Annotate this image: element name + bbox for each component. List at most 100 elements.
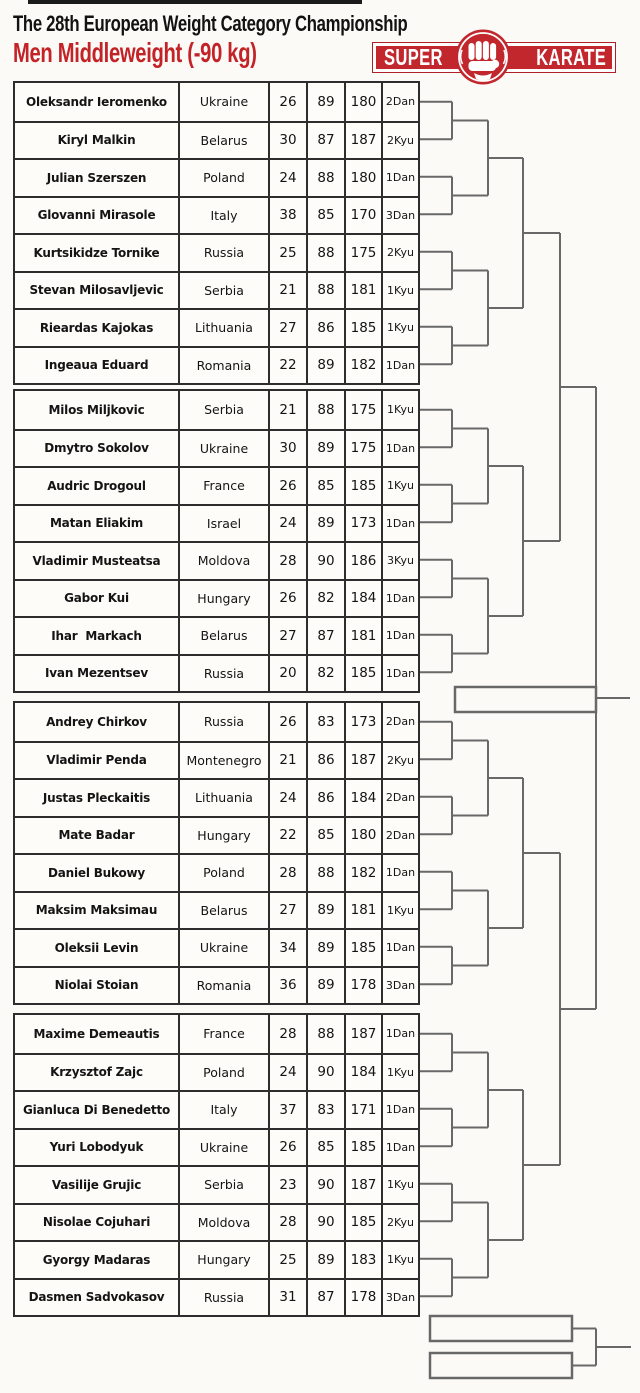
- country-cell: Belarus: [178, 892, 268, 928]
- stat-cell-3: 170: [344, 197, 381, 233]
- country-cell: Serbia: [178, 272, 268, 308]
- stat-cell-3: 187: [344, 1167, 381, 1203]
- stat-cell-3: 173: [344, 505, 381, 541]
- country-cell: Romania: [178, 347, 268, 383]
- rank-cell: 2Dan: [381, 703, 418, 741]
- stat-cell-2: 85: [306, 197, 344, 233]
- stat-cell-1: 36: [268, 967, 306, 1003]
- stat-cell-1: 26: [268, 703, 306, 741]
- stat-cell-2: 89: [306, 930, 344, 966]
- country-cell: Russia: [178, 1279, 268, 1315]
- stat-cell-2: 88: [306, 855, 344, 891]
- cut-off-text-strip: [28, 0, 362, 4]
- fighter-name-cell: Kiryl Malkin: [57, 133, 136, 148]
- stat-cell-2: 83: [306, 1092, 344, 1128]
- rank-cell: 1Kyu: [381, 391, 418, 429]
- rank-cell: 1Kyu: [381, 1054, 418, 1090]
- stat-cell-1: 27: [268, 892, 306, 928]
- country-cell: Moldova: [178, 1204, 268, 1240]
- country-cell: Ukraine: [178, 930, 268, 966]
- stat-cell-1: 38: [268, 197, 306, 233]
- rank-cell: 2Dan: [381, 83, 418, 121]
- stat-cell-2: 83: [306, 703, 344, 741]
- stat-cell-1: 22: [268, 347, 306, 383]
- rank-cell: 1Dan: [381, 347, 418, 383]
- fighter-name-cell: Yuri Lobodyuk: [49, 1140, 144, 1155]
- fighter-name-cell: Glovanni Mirasole: [37, 208, 156, 223]
- rank-cell: 2Kyu: [381, 1204, 418, 1240]
- rank-cell: 1Dan: [381, 618, 418, 654]
- rank-cell: 3Kyu: [381, 543, 418, 579]
- fighter-name-cell: Vasilije Grujic: [51, 1177, 142, 1192]
- fighter-name-cell: Vladimir Penda: [46, 753, 147, 768]
- logo-text-karate: KARATE: [536, 44, 606, 70]
- stat-cell-1: 24: [268, 780, 306, 816]
- stat-cell-2: 86: [306, 310, 344, 346]
- champion-box: [453, 685, 598, 714]
- fighter-name-cell: Nisolae Cojuhari: [42, 1215, 151, 1230]
- stat-cell-3: 180: [344, 160, 381, 196]
- country-cell: Russia: [178, 703, 268, 741]
- stat-cell-3: 178: [344, 967, 381, 1003]
- stat-cell-3: 180: [344, 83, 381, 121]
- stat-cell-1: 20: [268, 655, 306, 691]
- stat-cell-2: 90: [306, 1054, 344, 1090]
- country-cell: Poland: [178, 1054, 268, 1090]
- rank-cell: 1Kyu: [381, 1242, 418, 1278]
- country-cell: Montenegro: [178, 742, 268, 778]
- stat-cell-2: 88: [306, 1015, 344, 1053]
- stat-cell-3: 185: [344, 1204, 381, 1240]
- rank-cell: 3Dan: [381, 967, 418, 1003]
- stat-cell-2: 85: [306, 1129, 344, 1165]
- country-cell: Italy: [178, 1092, 268, 1128]
- stat-cell-2: 87: [306, 122, 344, 158]
- stat-cell-3: 182: [344, 855, 381, 891]
- stat-cell-1: 24: [268, 505, 306, 541]
- stat-cell-1: 21: [268, 391, 306, 429]
- rank-cell: 1Dan: [381, 930, 418, 966]
- fighter-name-cell: Daniel Bukowy: [47, 865, 146, 880]
- rank-cell: 2Dan: [381, 780, 418, 816]
- stat-cell-1: 28: [268, 1204, 306, 1240]
- country-cell: Ukraine: [178, 430, 268, 466]
- stat-cell-1: 21: [268, 742, 306, 778]
- stat-cell-3: 184: [344, 1054, 381, 1090]
- fighter-name-cell: Vladimir Musteatsa: [32, 553, 161, 568]
- stat-cell-3: 173: [344, 703, 381, 741]
- stat-cell-3: 175: [344, 391, 381, 429]
- rank-cell: 1Dan: [381, 1015, 418, 1053]
- stat-cell-2: 89: [306, 967, 344, 1003]
- fighter-name-cell: Andrey Chirkov: [46, 714, 147, 729]
- country-cell: Lithuania: [178, 310, 268, 346]
- country-cell: Serbia: [178, 391, 268, 429]
- stat-cell-3: 184: [344, 780, 381, 816]
- stat-cell-3: 187: [344, 1015, 381, 1053]
- stat-cell-2: 82: [306, 580, 344, 616]
- stat-cell-3: 185: [344, 655, 381, 691]
- stat-cell-2: 88: [306, 160, 344, 196]
- stat-cell-1: 26: [268, 580, 306, 616]
- stat-cell-1: 22: [268, 817, 306, 853]
- country-cell: Belarus: [178, 618, 268, 654]
- stat-cell-1: 28: [268, 1015, 306, 1053]
- stat-cell-3: 181: [344, 272, 381, 308]
- rank-cell: 1Kyu: [381, 892, 418, 928]
- country-cell: Italy: [178, 197, 268, 233]
- stat-cell-1: 25: [268, 235, 306, 271]
- stat-cell-1: 27: [268, 618, 306, 654]
- rank-cell: 1Dan: [381, 430, 418, 466]
- fighter-name-cell: Julian Szerszen: [46, 170, 147, 185]
